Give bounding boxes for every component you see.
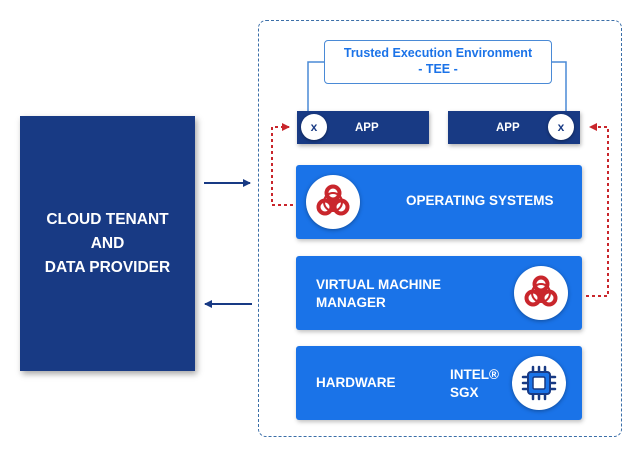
app-box-left: x APP	[297, 111, 429, 144]
vmm-layer: VIRTUAL MACHINE MANAGER	[296, 256, 582, 330]
hardware-layer: HARDWARE INTEL® SGX	[296, 346, 582, 420]
tee-subtitle: - TEE -	[418, 62, 458, 76]
app-label: APP	[496, 121, 520, 134]
biohazard-icon	[514, 266, 568, 320]
app-box-right: APP x	[448, 111, 580, 144]
cloud-tenant-box: CLOUD TENANT AND DATA PROVIDER	[20, 116, 195, 371]
intel-sgx-label: INTEL® SGX	[450, 367, 499, 400]
chip-icon	[512, 356, 566, 410]
x-badge-icon: x	[548, 114, 574, 140]
tee-box: Trusted Execution Environment - TEE -	[324, 40, 552, 84]
attack-arrow-os	[271, 123, 293, 206]
hardware-label: HARDWARE	[316, 375, 396, 390]
tee-bracket-left	[307, 61, 324, 115]
vmm-label: VIRTUAL MACHINE MANAGER	[316, 277, 442, 310]
platform-container	[258, 20, 622, 437]
app-label: APP	[355, 121, 379, 134]
x-badge-icon: x	[301, 114, 327, 140]
cloud-tenant-label: CLOUD TENANT AND DATA PROVIDER	[44, 210, 171, 276]
attack-arrow-vmm	[586, 123, 609, 297]
tee-title: Trusted Execution Environment	[343, 46, 533, 60]
os-label: OPERATING SYSTEMS	[406, 193, 554, 208]
operating-systems-layer: OPERATING SYSTEMS	[296, 165, 582, 239]
biohazard-icon	[306, 175, 360, 229]
tee-bracket-right	[552, 61, 567, 115]
